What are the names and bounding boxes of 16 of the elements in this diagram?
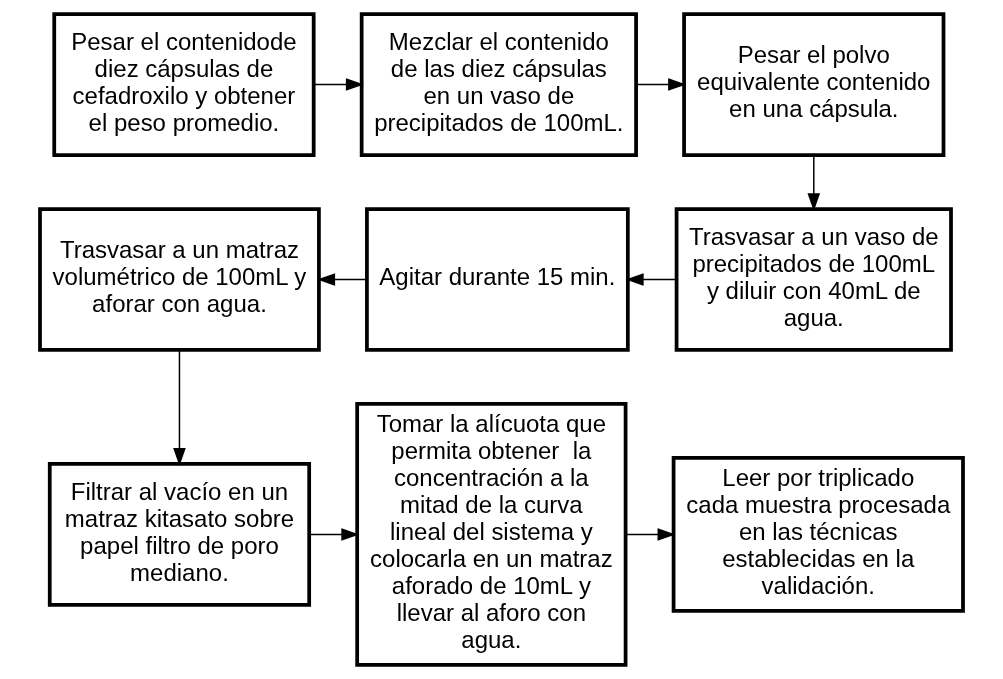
node-box: Filtrar al vacío en un matraz kitasato sobre papel filtro de poro mediano. <box>47 462 312 607</box>
node-box: Trasvasar a un vaso de precipitados de 100mL y diluir con 40mL de agua. <box>674 207 953 352</box>
arrow <box>625 273 678 286</box>
node-box: Agitar durante 15 min. <box>365 207 630 352</box>
node-box: Trasvasar a un matraz volumétrico de 100mL y aforar con agua. <box>38 207 321 352</box>
arrow <box>635 78 687 91</box>
node-box: Mezclar el contenido de las diez cápsulas en un vaso de precipitados de 100mL. <box>359 12 638 157</box>
arrow <box>173 349 186 467</box>
arrow <box>317 273 368 286</box>
node-box: Tomar la alícuota que permita obtener la concentración a la mitad de la curva lineal del sistema y colocarla en un matraz aforado de 10mL y llevar al aforo con agua. <box>355 402 628 667</box>
node-box: Pesar el polvo equivalente contenido en una cápsula. <box>682 12 946 157</box>
node-box: Pesar el contenidode diez cápsulas de cefadroxilo y obtener el peso promedio. <box>52 12 316 157</box>
arrow <box>625 528 676 541</box>
arrow <box>313 78 364 91</box>
arrow <box>308 528 360 541</box>
node-box: Leer por triplicado cada muestra procesada en las técnicas establecidas en la validación. <box>671 456 965 613</box>
